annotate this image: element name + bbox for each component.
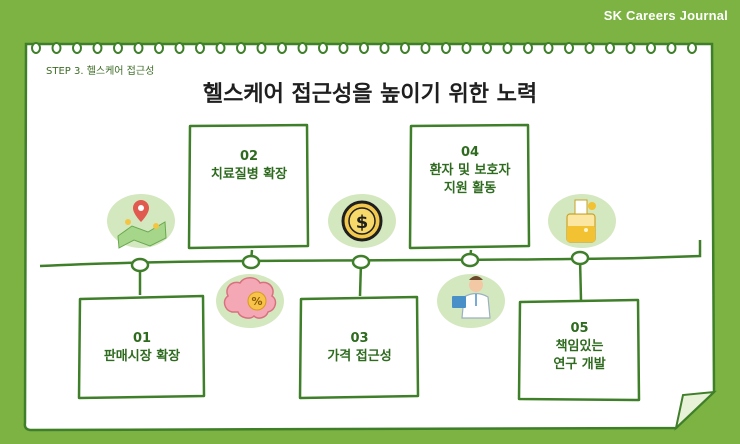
svg-text:%: %: [251, 295, 262, 308]
box-04: [408, 123, 531, 250]
doctor-icon: [452, 276, 491, 319]
spiral-ring: [338, 42, 349, 54]
timeline-line: [39, 240, 702, 268]
spiral-ring: [400, 42, 410, 54]
dollar-coin-icon: $: [341, 200, 383, 242]
spiral-ring: [154, 42, 164, 54]
spiral-ring: [195, 42, 205, 54]
step-number: 05: [570, 321, 589, 336]
spiral-ring: [420, 42, 431, 54]
spiral-ring: [133, 42, 144, 54]
spiral-ring: [174, 42, 185, 54]
box-02: [187, 123, 310, 250]
spiral-ring: [502, 42, 513, 54]
step-item-04: 04 환자 및 보호자 지원 활동: [411, 144, 529, 198]
step-text: 판매시장 확장: [103, 349, 181, 364]
svg-text:$: $: [356, 212, 369, 233]
spiral-ring: [92, 42, 103, 54]
spiral-ring: [31, 42, 41, 54]
spiral-ring: [523, 42, 533, 54]
spiral-ring: [625, 42, 636, 54]
lab-beaker-icon: [566, 199, 596, 243]
step-text: 가격 접근성: [327, 349, 392, 364]
spiral-ring: [72, 42, 82, 54]
step-label: STEP 3. 헬스케어 접근성: [46, 66, 155, 77]
page-title: 헬스케어 접근성을 높이기 위한 노력: [202, 82, 538, 107]
spiral-ring: [113, 42, 123, 54]
spiral-ring: [605, 42, 615, 54]
step-item-03: 03 가격 접근성: [301, 330, 418, 366]
spiral-ring: [277, 42, 287, 54]
step-number: 01: [132, 331, 152, 346]
spiral-ring: [297, 42, 308, 54]
step-text: 치료질병 확장: [210, 167, 288, 182]
step-text: 환자 및 보호자 지원 활동: [429, 163, 511, 196]
step-boxes: [77, 123, 641, 402]
spiral-ring: [584, 42, 595, 54]
step-number: 04: [460, 145, 480, 160]
map-pin-icon: [117, 200, 167, 249]
spiral-ring: [482, 42, 492, 54]
paper-fold: [674, 390, 717, 431]
spiral-ring: [564, 42, 574, 54]
brain-percent-icon: %: [223, 277, 277, 319]
spiral-ring: [441, 42, 451, 54]
junction-nodes: [130, 250, 590, 273]
step-item-02: 02 치료질병 확장: [190, 148, 308, 184]
spiral-ring: [236, 42, 246, 54]
step-number: 03: [350, 331, 369, 346]
spiral-ring: [359, 42, 369, 54]
spiral-ring: [461, 42, 472, 54]
spiral-ring: [215, 42, 226, 54]
step-number: 02: [239, 149, 259, 164]
spiral-ring: [256, 42, 267, 54]
box-03: [298, 295, 420, 400]
spiral-ring: [318, 42, 328, 54]
spiral-ring: [646, 42, 656, 54]
spiral-ring: [51, 42, 62, 54]
brand-logo-text: SK Careers Journal: [603, 8, 728, 23]
spiral-ring: [379, 42, 390, 54]
box-01: [77, 294, 206, 400]
spiral-ring: [543, 42, 554, 54]
step-item-01: 01 판매시장 확장: [80, 330, 204, 366]
step-item-05: 05 책임있는 연구 개발: [520, 320, 639, 374]
step-text: 책임있는 연구 개발: [553, 339, 606, 372]
spiral-ring: [666, 42, 677, 54]
spiral-ring: [687, 42, 697, 54]
box-05: [517, 298, 641, 402]
spiral-binding: [31, 42, 697, 54]
